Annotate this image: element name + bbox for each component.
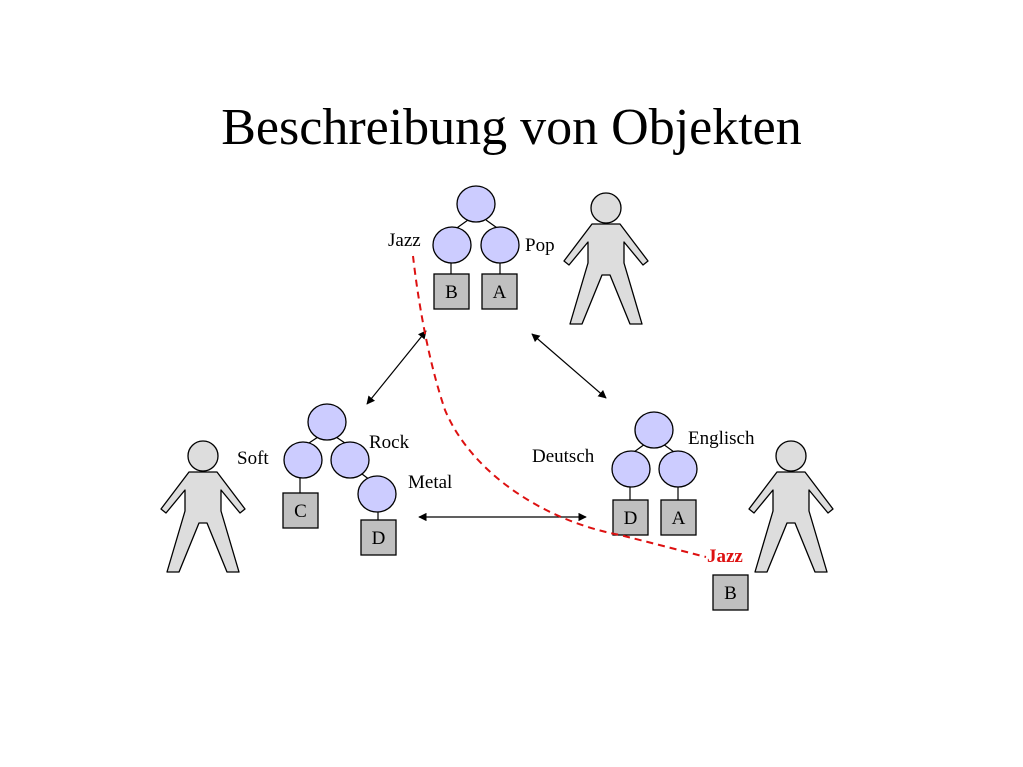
leaf-label: B <box>445 282 458 303</box>
transfer-trail <box>412 255 707 558</box>
leaf-box-a <box>660 499 697 536</box>
category-label-englisch: Englisch <box>688 428 755 449</box>
person-icon <box>563 192 649 325</box>
leaf-box-b <box>433 273 470 310</box>
category-label-rock: Rock <box>369 432 410 453</box>
category-label-jazz: Jazz <box>388 230 421 251</box>
tree-node-rock <box>330 441 370 479</box>
tree-node-metal <box>357 475 397 513</box>
tree-node-jazz <box>432 226 472 264</box>
leaf-label: B <box>724 583 737 604</box>
tree-top: B A Jazz Pop <box>388 185 555 310</box>
leaf-label: A <box>672 508 686 529</box>
double-arrow-icon <box>366 330 427 405</box>
double-arrow-icon <box>531 333 607 399</box>
tree-left: C D Soft Rock Metal <box>237 403 452 556</box>
page-title: Beschreibung von Objekten <box>221 99 802 156</box>
category-label-soft: Soft <box>237 448 269 469</box>
person-icon <box>748 440 834 573</box>
category-label-deutsch: Deutsch <box>532 446 595 467</box>
leaf-label: D <box>624 508 638 529</box>
leaf-box-d <box>612 499 649 536</box>
leaf-label: D <box>372 528 386 549</box>
tree-node-deutsch <box>611 450 651 488</box>
leaf-label: A <box>493 282 507 303</box>
leaf-box-c <box>282 492 319 529</box>
person-icon <box>160 440 246 573</box>
leaf-box-b <box>712 574 749 611</box>
leaf-box-d <box>360 519 397 556</box>
tree-node-root <box>307 403 347 441</box>
transferred-category-label: Jazz <box>707 546 743 567</box>
tree-node-pop <box>480 226 520 264</box>
category-label-metal: Metal <box>408 472 452 493</box>
leaf-box-a <box>481 273 518 310</box>
tree-node-root <box>634 411 674 449</box>
leaf-label: C <box>294 501 307 522</box>
tree-node-soft <box>283 441 323 479</box>
category-label-pop: Pop <box>525 235 555 256</box>
tree-node-root <box>456 185 496 223</box>
tree-right: D A Deutsch Englisch <box>532 411 755 536</box>
tree-node-englisch <box>658 450 698 488</box>
